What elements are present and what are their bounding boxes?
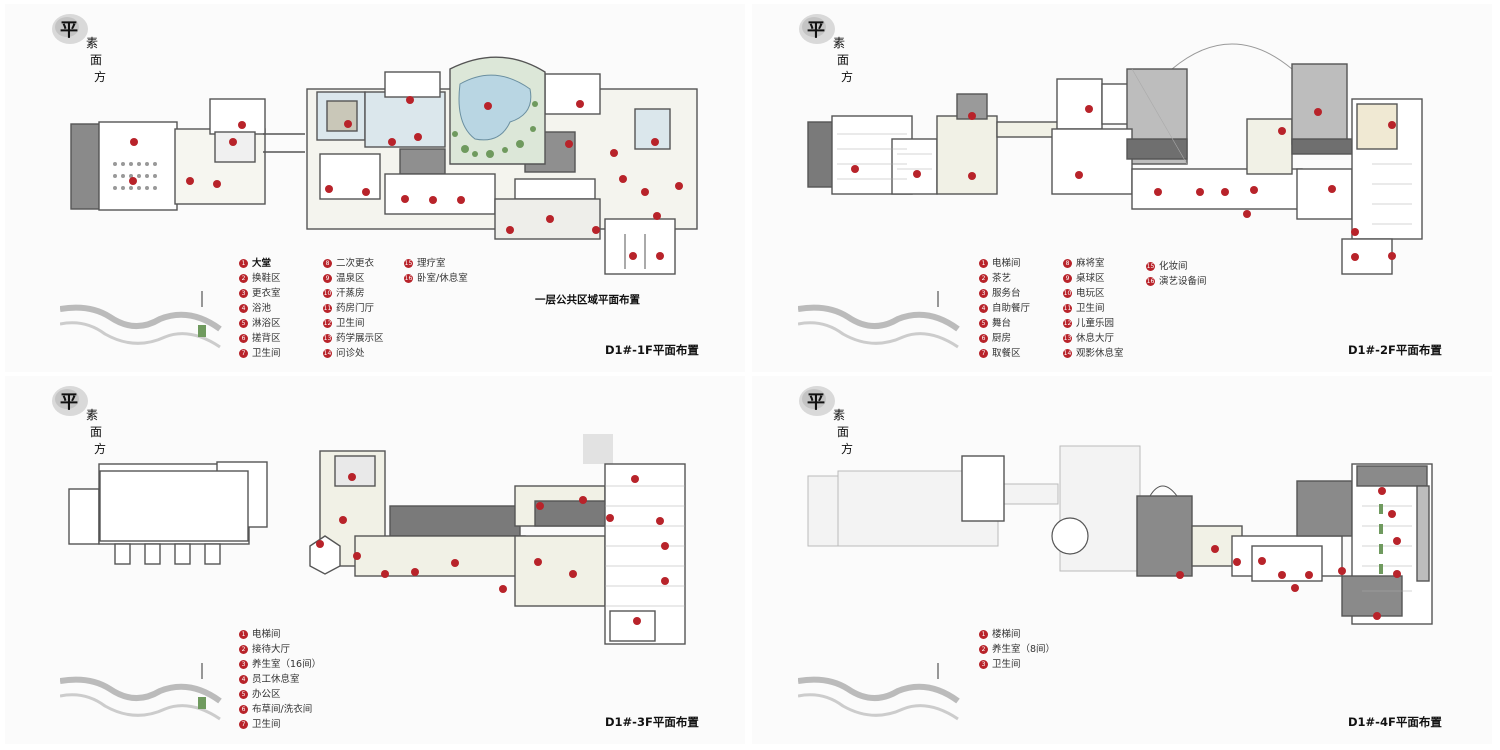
floor-plan-panel-3f: 平 素 面 方 (5, 376, 745, 744)
ink-blot-icon (52, 14, 88, 44)
site-location-map (60, 291, 222, 349)
panel-title: D1#-1F平面布置 (605, 343, 699, 357)
floor-plan-drawing (70, 56, 698, 275)
floor-plan-drawing (807, 43, 1423, 275)
area-title: 一层公共区域平面布置 (535, 294, 640, 306)
ink-blot-icon (52, 386, 88, 416)
site-location-map (798, 291, 960, 349)
panel-title: D1#-3F平面布置 (605, 715, 699, 729)
floor-plan-panel-2f: 平 素 面 方 (752, 4, 1492, 372)
site-location-map (60, 663, 222, 721)
panel-title: D1#-4F平面布置 (1348, 715, 1442, 729)
floor-plan-panel-1f: 平 素 面 方 (5, 4, 745, 372)
seal-logo: 平 素 面 方 (797, 10, 867, 88)
seal-logo: 平 素 面 方 (50, 10, 120, 88)
panel-title: D1#-2F平面布置 (1348, 343, 1442, 357)
ink-blot-icon (799, 386, 835, 416)
seal-logo: 平 素 面 方 (797, 382, 867, 460)
floor-plan-drawing (68, 434, 686, 645)
ink-blot-icon (799, 14, 835, 44)
seal-logo: 平 素 面 方 (50, 382, 120, 460)
floor-plan-panel-4f: 平 素 面 方 (752, 376, 1492, 744)
site-location-map (798, 663, 960, 721)
floor-plan-drawing (807, 445, 1433, 625)
